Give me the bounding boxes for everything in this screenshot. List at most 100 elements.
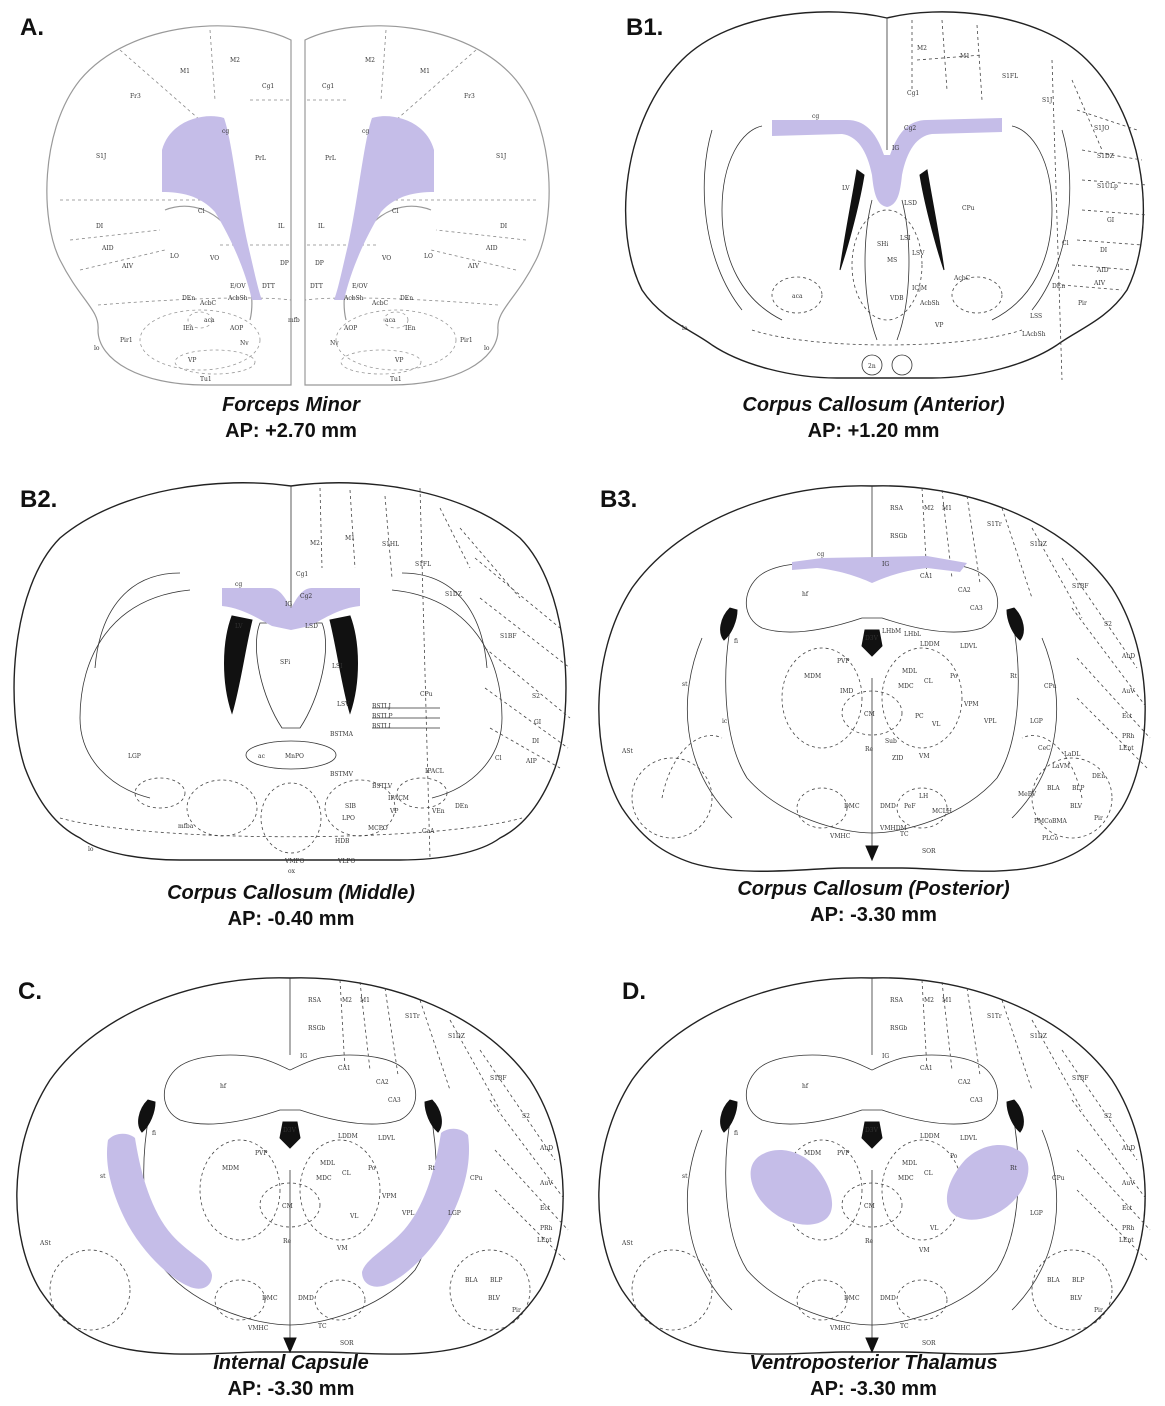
- svg-text:MDC: MDC: [316, 1175, 332, 1182]
- svg-text:S1DZ: S1DZ: [448, 1033, 465, 1040]
- svg-text:BSTLV: BSTLV: [372, 783, 393, 790]
- svg-text:LGP: LGP: [448, 1210, 461, 1217]
- svg-text:MS: MS: [887, 257, 897, 264]
- panel-b2: B2. M2 M1 S1HL S1FL S1DZ S1BF: [0, 468, 582, 932]
- svg-text:ac: ac: [258, 753, 266, 760]
- svg-text:IEn: IEn: [183, 325, 194, 332]
- svg-text:VL: VL: [931, 721, 940, 728]
- svg-text:VDB: VDB: [889, 295, 904, 302]
- region-name: Internal Capsule: [0, 1350, 582, 1376]
- panel-caption: Corpus Callosum (Middle) AP: -0.40 mm: [0, 880, 582, 932]
- svg-text:CA1: CA1: [920, 1065, 933, 1072]
- svg-text:CA2: CA2: [958, 1079, 971, 1086]
- svg-text:VM: VM: [918, 1247, 929, 1254]
- svg-text:D3V: D3V: [865, 635, 879, 642]
- svg-text:VPM: VPM: [381, 1193, 397, 1200]
- svg-text:Pir: Pir: [1078, 300, 1087, 307]
- svg-text:VPL: VPL: [983, 718, 996, 725]
- svg-text:Re: Re: [283, 1238, 292, 1245]
- svg-text:LHbM: LHbM: [882, 628, 901, 635]
- ventroposterior-thalamus-left-highlight: [751, 1150, 832, 1225]
- svg-text:lo: lo: [682, 325, 688, 332]
- svg-text:IL: IL: [278, 223, 284, 230]
- svg-text:LDDM: LDDM: [338, 1133, 358, 1140]
- svg-text:M1: M1: [942, 997, 952, 1004]
- svg-text:lo: lo: [484, 345, 490, 352]
- ap-coordinate: AP: +1.20 mm: [582, 418, 1165, 444]
- svg-text:CA1: CA1: [920, 573, 933, 580]
- svg-text:AID: AID: [101, 245, 114, 252]
- svg-text:AcbC: AcbC: [371, 300, 389, 307]
- ap-coordinate: AP: -3.30 mm: [0, 1376, 582, 1402]
- svg-text:LEnt: LEnt: [1119, 1237, 1134, 1244]
- svg-text:AIV: AIV: [1093, 280, 1106, 287]
- svg-text:Pir: Pir: [512, 1307, 521, 1314]
- svg-text:CM: CM: [282, 1203, 293, 1210]
- svg-text:VO: VO: [381, 255, 391, 262]
- svg-text:IG: IG: [300, 1053, 307, 1060]
- svg-text:AuV: AuV: [539, 1180, 553, 1187]
- svg-text:HDB: HDB: [335, 838, 350, 845]
- svg-text:CM: CM: [864, 1203, 875, 1210]
- svg-text:AuD: AuD: [1121, 653, 1135, 660]
- svg-text:cg: cg: [817, 551, 824, 558]
- panel-b3: B3. RSA M2 M1 S1Tr S1DZ S1BF: [582, 468, 1165, 932]
- svg-text:DTT: DTT: [310, 283, 323, 290]
- svg-text:AuD: AuD: [539, 1145, 553, 1152]
- svg-text:AIP: AIP: [525, 758, 537, 765]
- svg-text:DI: DI: [1100, 247, 1108, 254]
- svg-text:Pir: Pir: [1094, 815, 1103, 822]
- svg-text:LPO: LPO: [342, 815, 355, 822]
- svg-text:TC: TC: [900, 1323, 909, 1330]
- svg-text:DMC: DMC: [262, 1295, 278, 1302]
- svg-text:DEn: DEn: [1092, 773, 1105, 780]
- svg-text:DEn: DEn: [1052, 283, 1065, 290]
- panel-caption: Internal Capsule AP: -3.30 mm: [0, 1350, 582, 1402]
- ap-coordinate: AP: +2.70 mm: [0, 418, 582, 444]
- svg-text:LSV: LSV: [337, 701, 350, 708]
- svg-text:BLP: BLP: [1072, 1277, 1084, 1284]
- svg-text:lo: lo: [94, 345, 100, 352]
- region-name: Corpus Callosum (Anterior): [582, 392, 1165, 418]
- svg-text:Pir1: Pir1: [120, 337, 133, 344]
- svg-text:SHi: SHi: [877, 241, 888, 248]
- svg-text:S1DZ: S1DZ: [1097, 153, 1114, 160]
- svg-text:IG: IG: [285, 601, 292, 608]
- svg-text:BLA: BLA: [1047, 785, 1060, 792]
- svg-text:IL: IL: [318, 223, 324, 230]
- svg-text:cg: cg: [362, 128, 369, 135]
- svg-text:LSI: LSI: [900, 235, 911, 242]
- svg-text:CA3: CA3: [970, 1097, 983, 1104]
- svg-text:DI: DI: [532, 738, 540, 745]
- svg-text:PRh: PRh: [1122, 733, 1135, 740]
- svg-text:MDM: MDM: [804, 673, 821, 680]
- svg-text:AcbSh: AcbSh: [343, 295, 364, 302]
- svg-text:CaA: CaA: [422, 828, 435, 835]
- svg-text:S2: S2: [1104, 621, 1112, 628]
- svg-text:LEnt: LEnt: [537, 1237, 552, 1244]
- svg-text:S1Tr: S1Tr: [987, 1013, 1002, 1020]
- svg-text:mfb: mfb: [288, 317, 300, 324]
- svg-text:st: st: [682, 1173, 688, 1180]
- svg-text:hf: hf: [802, 1083, 809, 1090]
- svg-text:D3V: D3V: [865, 1127, 879, 1134]
- svg-text:Pir1: Pir1: [460, 337, 473, 344]
- svg-text:DMC: DMC: [844, 1295, 860, 1302]
- svg-text:CPu: CPu: [1052, 1175, 1065, 1182]
- svg-text:RSGb: RSGb: [890, 533, 907, 540]
- forceps-minor-right-highlight: [334, 116, 434, 300]
- svg-text:Cg2: Cg2: [904, 125, 916, 132]
- svg-text:CPu: CPu: [470, 1175, 483, 1182]
- svg-text:LSV: LSV: [912, 250, 925, 257]
- svg-text:ICjM: ICjM: [912, 285, 927, 292]
- svg-text:cg: cg: [812, 113, 819, 120]
- svg-text:IEn: IEn: [405, 325, 416, 332]
- panel-b1: B1. M2 M1 S1FL S1J S1JO S1DZ: [582, 0, 1165, 460]
- svg-text:D3V: D3V: [283, 1127, 297, 1134]
- svg-text:S1Tr: S1Tr: [987, 521, 1002, 528]
- svg-text:AcbC: AcbC: [953, 275, 971, 282]
- svg-text:Cg1: Cg1: [262, 83, 274, 90]
- svg-text:VMHC: VMHC: [247, 1325, 269, 1332]
- region-labels: M2 M1 S1FL S1J S1JO S1DZ S1ULp GI DI AID…: [682, 45, 1118, 370]
- svg-text:MCLH: MCLH: [932, 808, 952, 815]
